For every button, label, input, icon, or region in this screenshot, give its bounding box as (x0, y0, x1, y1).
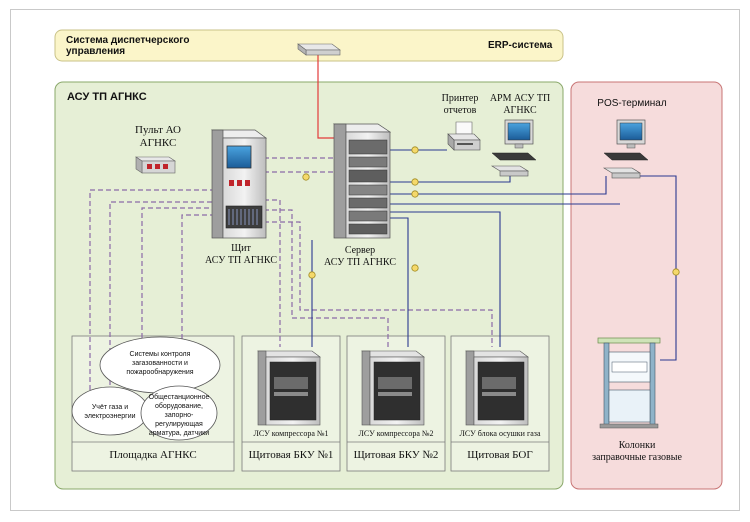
dispatch-link (317, 54, 334, 139)
router-icon (297, 43, 341, 56)
arm-label: АРМ АСУ ТП АГНКС (489, 93, 551, 116)
printer-icon (447, 121, 481, 151)
gas-dispenser-icon (597, 337, 661, 429)
dispensers-label: Колонки заправочные газовые (592, 440, 682, 463)
site-title: Площадка АГНКС (109, 449, 197, 461)
controller-cabinet-icon (361, 350, 425, 426)
printer-label: Принтер отчетов (441, 93, 479, 116)
controller-cabinet-icon (257, 350, 321, 426)
bku1-title: Щитовая БКУ №1 (248, 449, 334, 461)
bku2-title: Щитовая БКУ №2 (353, 449, 439, 461)
console-icon (135, 156, 176, 174)
equipment-label: Общестанционное оборудование, запорно-ре… (148, 394, 210, 437)
erp-label: ERP-система (488, 40, 553, 51)
fire-systems-label: Системы контроля загазованности и пожаро… (126, 351, 194, 376)
controller-cabinet-icon (465, 350, 529, 426)
pos-terminal-label: POS-терминал (597, 98, 667, 109)
bog-device-label: ЛСУ блока осушки газа (459, 429, 541, 438)
server-rack-icon (332, 123, 392, 239)
agnks-title: АСУ ТП АГНКС (67, 91, 147, 103)
workstation-icon (490, 119, 537, 177)
bku1-device-label: ЛСУ компрессора №1 (253, 429, 329, 438)
bku2-device-label: ЛСУ компрессора №2 (358, 429, 434, 438)
gas-metering-label: Учёт газа и электроэнергии (84, 404, 136, 420)
panel-cabinet-icon (210, 129, 268, 239)
equipment-node (140, 385, 218, 441)
network-links (311, 149, 677, 361)
panel-label: Щит АСУ ТП АГНКС (205, 243, 277, 266)
dashed-control-links (89, 157, 493, 401)
server-label: Сервер АСУ ТП АГНКС (324, 245, 396, 268)
junction-markers (302, 146, 680, 279)
bog-title: Щитовая БОГ (467, 449, 533, 461)
pos-terminal-icon (602, 119, 649, 179)
dispatch-label: Система диспетчерского управления (66, 35, 190, 57)
console-label: Пульт АО АГНКС (135, 124, 181, 149)
